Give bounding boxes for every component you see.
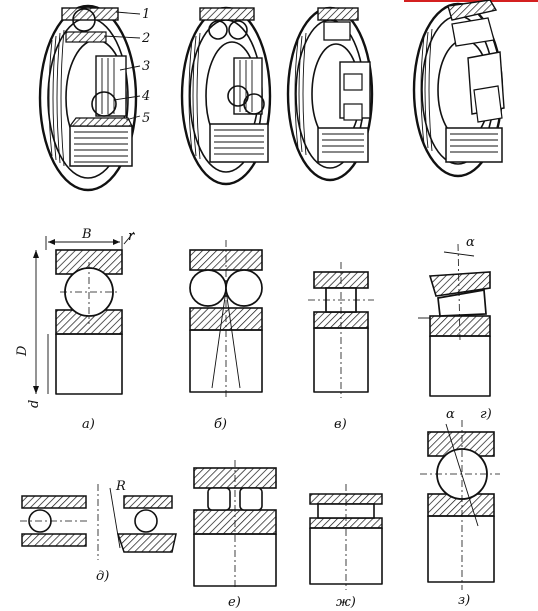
variant-label-v: в) [334,417,347,432]
variant-label-zh: ж) [336,595,356,610]
variant-label-a: а) [82,417,95,432]
label-radius-r: r [128,229,135,244]
bearing-perspective-tapered-roller [412,0,505,178]
callout-1: 1 [142,7,150,22]
variant-label-g: г) [480,407,492,422]
callout-4: 4 [141,89,150,104]
section-v-cylindrical-roller: в) [308,262,374,432]
callout-2: 2 [141,31,150,46]
section-b-self-aligning: б) [189,240,263,432]
bearing-perspective-ball: 1 2 3 4 5 [38,4,150,192]
bearing-perspective-cylindrical-roller [286,6,374,182]
label-bore-d: d [27,400,42,408]
callout-3: 3 [142,59,150,74]
callout-5: 5 [142,111,150,126]
variant-label-b: б) [214,417,227,432]
section-z-angular-contact: α з) [420,407,500,608]
label-outer-diameter-d: D [15,345,30,357]
label-angle-alpha-g: α [466,235,475,250]
section-e-spherical-roller: е) [193,460,277,610]
label-angle-alpha-z: α [446,407,455,422]
section-g-tapered-roller: α г) [418,235,492,422]
label-width-b: B [81,227,92,242]
section-d-thrust-bearing: R д) [20,479,177,584]
section-zh-needle-roller: ж) [309,484,383,610]
red-corner-mark [404,0,538,2]
variant-label-z: з) [458,593,470,608]
section-a-ball-bearing: B r D d а) [15,227,135,432]
variant-label-e: е) [228,595,241,610]
label-radius-capital-r: R [115,479,126,494]
bearing-perspective-self-aligning [180,6,272,186]
variant-label-d: д) [96,569,109,584]
